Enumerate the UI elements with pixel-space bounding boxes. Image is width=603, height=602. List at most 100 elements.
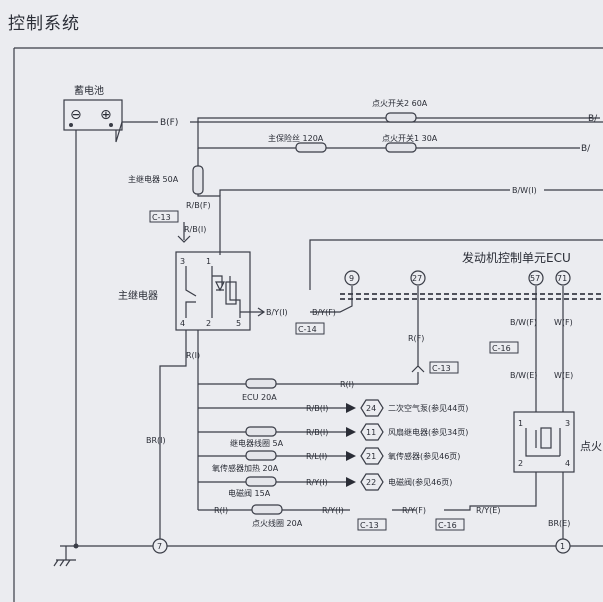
fuse-mainrelay-label: 主继电器 50A [128, 174, 179, 184]
wire-label-rbf: R/B(F) [186, 201, 211, 210]
ign-pin3: 3 [565, 419, 570, 428]
bri-wire [159, 330, 187, 540]
wire-label-ri-ecu: R(I) [340, 380, 354, 389]
ref-arrow-icon [346, 403, 356, 413]
wire-label-ri: R(I) [186, 351, 200, 360]
fuse-solenoid-label: 电磁阀 15A [228, 488, 271, 498]
wire-label-wf: W(F) [554, 318, 573, 327]
connector-c13a-box [149, 210, 179, 223]
fuse-relaycoil [245, 426, 277, 437]
ref-arrow-icon [346, 427, 356, 437]
wire-label-byf: B/Y(F) [312, 308, 336, 317]
relay-pin1: 1 [206, 257, 211, 266]
fuse-ign1-label: 点火开关1 30A [382, 133, 438, 143]
battery-positive-wire [115, 121, 603, 143]
ecu-pin57-circle [528, 270, 544, 286]
ecu-pin71-circle [555, 270, 571, 286]
wire-label-byi: B/Y(I) [266, 308, 288, 317]
ref-arrow-icon [346, 451, 356, 461]
wire-label-ryi: R/Y(I) [322, 506, 344, 515]
fuse-igncoil-label: 点火线圈 20A [252, 518, 303, 528]
fuse-main-label: 主保险丝 120A [268, 133, 324, 143]
wire-label-b-right1: B/ [581, 144, 591, 154]
connector-c13b: C-13 [432, 364, 451, 373]
ref-hexagon-icon [360, 473, 384, 491]
ecu-pin71: 71 [557, 274, 567, 283]
relay-coil [225, 281, 237, 305]
wire-label-bwe: B/W(E) [510, 371, 537, 380]
chassis-ground-icon [53, 546, 76, 567]
ref-number-11: 11 [366, 428, 376, 437]
ecu-pin57: 57 [530, 274, 540, 283]
ref-wire-label-24: R/B(I) [306, 404, 328, 413]
ign-pin4: 4 [565, 459, 570, 468]
ecu-pin27: 27 [412, 274, 422, 283]
wire-label-bwi: B/W(I) [512, 186, 537, 195]
diagram-frame [13, 47, 603, 602]
connector-c14-box [295, 322, 325, 335]
ref-text-24: 二次空气泵(参见44页) [388, 403, 468, 413]
ecu-ign-wires [535, 286, 564, 412]
fuse-ign1 [385, 142, 417, 153]
wire-label-rye: R/Y(E) [476, 506, 500, 515]
connector-c16b-box [435, 518, 465, 531]
wire-label-ri-ign: R(I) [214, 506, 228, 515]
ign-relay-internal [525, 428, 561, 457]
fuse-main [295, 142, 327, 153]
ref-wire-label-11: R/B(I) [306, 428, 328, 437]
fuse-ecu [245, 378, 277, 389]
relay-pin5: 5 [236, 319, 241, 328]
fuse-o2heat-label: 氧传感器加热 20A [212, 463, 279, 473]
relay-internal-wiring [185, 266, 241, 318]
by-wire [240, 286, 353, 317]
ground-point-7-circle [152, 538, 168, 554]
ign2-fuse-wire [197, 117, 600, 122]
relay-label: 主继电器 [118, 289, 158, 302]
connector-c13a: C-13 [152, 213, 171, 222]
reference-group: R/B(I) 24 二次空气泵(参见44页) R/B(I) 11 风扇继电器(参见34页)… [306, 399, 468, 491]
relay-diode-icon [215, 281, 225, 292]
ref-text-22: 电磁阀(参见46页) [388, 477, 452, 487]
connector-c16b: C-16 [438, 521, 457, 530]
ecu-label: 发动机控制单元ECU [462, 250, 571, 265]
relay-pin2: 2 [206, 319, 211, 328]
battery-plus-icon: ⊕ [100, 107, 112, 123]
ground-point-1: 1 [560, 542, 565, 551]
relay-pin4: 4 [180, 319, 185, 328]
battery-label: 蓄电池 [74, 84, 104, 97]
ref-text-11: 风扇继电器(参见34页) [388, 427, 468, 437]
ground-point-7: 7 [157, 542, 162, 551]
igncoil-wire [198, 472, 537, 511]
main-relay-box [175, 251, 251, 331]
connector-c14: C-14 [298, 325, 317, 334]
fuse-relaycoil-label: 继电器线圈 5A [230, 438, 284, 448]
fuse-ign2-label: 点火开关2 60A [372, 98, 428, 108]
fuse-ecu-label: ECU 20A [242, 393, 277, 402]
ecu-dashed-border [340, 293, 603, 300]
wire-label-bwf: B/W(F) [510, 318, 537, 327]
ref-hexagon-icon [360, 423, 384, 441]
wire-label-bri: BR(I) [146, 436, 166, 445]
ground-point-1-circle [555, 538, 571, 554]
wire-label-bre: BR(E) [548, 519, 570, 528]
ref-number-24: 24 [366, 404, 376, 413]
connector-c16a-box [489, 341, 519, 354]
connector-c13c: C-13 [360, 521, 379, 530]
fuse-o2heat [245, 450, 277, 461]
wire-label-rbi: R/B(I) [184, 225, 206, 234]
ecu-box [309, 239, 603, 290]
ref-text-21: 氧传感器(参见46页) [388, 451, 460, 461]
wire-label-we: W(E) [554, 371, 573, 380]
battery-terminal-right [109, 123, 113, 127]
page-title: 控制系统 [8, 14, 80, 34]
ign-pin1: 1 [518, 419, 523, 428]
ref-hexagon-icon [360, 447, 384, 465]
ecu-pin9: 9 [349, 274, 354, 283]
battery-terminal-left [69, 123, 73, 127]
wire-label-b-right2: B/ [588, 114, 598, 124]
ign-pin2: 2 [518, 459, 523, 468]
ref-wire-label-22: R/Y(I) [306, 478, 328, 487]
ref-number-22: 22 [366, 478, 376, 487]
